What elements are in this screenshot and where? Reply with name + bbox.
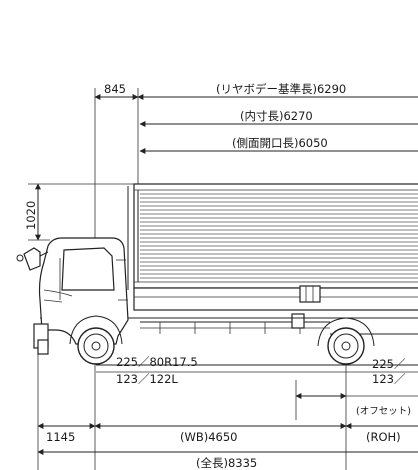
rear-tire-label: 225／	[372, 357, 406, 371]
dim-1020-label: 1020	[24, 201, 38, 230]
dim-wb-label: (WB)4650	[180, 430, 238, 444]
van-box-ribs	[140, 193, 418, 279]
dim-side-opening-label: (側面開口長)6050	[232, 136, 328, 150]
dim-inner-label: (内寸長)6270	[240, 109, 313, 123]
front-tire-label: 225／80R17.5	[116, 355, 198, 369]
front-wheel	[69, 315, 123, 365]
front-load-label: 123／122L	[116, 372, 178, 386]
dim-rear-body-label: (リヤボデー基準長)6290	[216, 82, 346, 96]
van-box	[133, 183, 418, 289]
dim-roh-label: (ROH)	[366, 430, 401, 444]
side-rail	[133, 287, 418, 311]
dim-845-label: 845	[104, 82, 126, 96]
rear-load-label: 123／	[372, 372, 406, 386]
dim-offset-label: (オフセット)	[356, 406, 411, 417]
cab-window	[61, 247, 115, 291]
dim-1145-label: 1145	[46, 430, 75, 444]
rear-wheel	[317, 317, 375, 365]
dim-overall-label: (全長)8335	[196, 456, 257, 470]
side-mirror	[23, 247, 41, 271]
